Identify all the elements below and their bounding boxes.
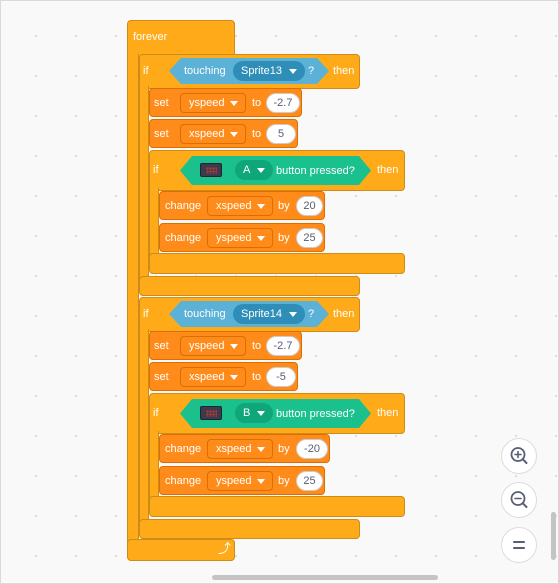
- touching-label: touching: [184, 308, 226, 320]
- then-label: then: [377, 164, 399, 176]
- variable-dropdown[interactable]: yspeed: [207, 228, 273, 248]
- inner-if2-footer: [149, 496, 405, 517]
- button-pressed-label: button pressed?: [276, 408, 355, 420]
- vertical-scrollbar[interactable]: [551, 512, 556, 560]
- variable-dropdown[interactable]: xspeed: [180, 124, 246, 144]
- change-label: change: [165, 200, 202, 212]
- if-label: if: [153, 407, 159, 419]
- zoom-out-button[interactable]: [501, 482, 537, 518]
- zoom-reset-button[interactable]: [501, 527, 537, 563]
- zoom-in-icon: [510, 447, 528, 464]
- change-xspeed-block-1[interactable]: change xspeed by 20: [159, 191, 325, 220]
- touching-suffix: ?: [308, 65, 315, 77]
- button-pressed-label: button pressed?: [276, 165, 355, 177]
- loop-arrow-icon: ⤴: [218, 541, 232, 556]
- change-label: change: [165, 443, 202, 455]
- forever-label: forever: [133, 31, 168, 43]
- by-label: by: [278, 475, 290, 487]
- change-label: change: [165, 232, 202, 244]
- touching-sensor-2[interactable]: touching Sprite14 ?: [169, 301, 329, 327]
- equals-icon: [513, 541, 525, 549]
- sprite-dropdown-2[interactable]: Sprite14: [233, 304, 305, 324]
- touching-sensor-1[interactable]: touching Sprite13 ?: [169, 58, 329, 84]
- set-label: set: [154, 128, 169, 140]
- sprite-dropdown-1[interactable]: Sprite13: [233, 61, 305, 81]
- set-yspeed-block-2[interactable]: set yspeed to -2.7: [149, 331, 302, 360]
- forever-bottom: [127, 539, 235, 561]
- variable-dropdown[interactable]: xspeed: [180, 367, 246, 387]
- value-input[interactable]: 5: [266, 124, 296, 144]
- set-xspeed-block-2[interactable]: set xspeed to -5: [149, 362, 298, 391]
- if-label: if: [153, 164, 159, 176]
- variable-dropdown[interactable]: yspeed: [180, 336, 246, 356]
- touching-suffix: ?: [308, 308, 315, 320]
- if1-arm: [139, 86, 149, 286]
- to-label: to: [252, 128, 262, 140]
- value-input[interactable]: -5: [266, 367, 296, 387]
- if1-if-label: if: [143, 65, 149, 77]
- variable-dropdown[interactable]: xspeed: [207, 196, 273, 216]
- to-label: to: [252, 97, 262, 109]
- set-yspeed-block-1[interactable]: set yspeed to -2.7: [149, 88, 302, 117]
- if2-if-label: if: [143, 308, 149, 320]
- if1-then-label: then: [333, 65, 355, 77]
- to-label: to: [252, 371, 262, 383]
- button-dropdown-B[interactable]: B: [235, 403, 273, 423]
- by-label: by: [278, 200, 290, 212]
- if2-then-label: then: [333, 308, 355, 320]
- change-yspeed-block-2[interactable]: change yspeed by 25: [159, 466, 325, 495]
- change-xspeed-block-2[interactable]: change xspeed by -20: [159, 434, 330, 463]
- inner-if1-arm: [149, 188, 159, 258]
- microbit-icon: [200, 406, 222, 420]
- value-input[interactable]: -20: [296, 439, 328, 459]
- set-label: set: [154, 97, 169, 109]
- by-label: by: [278, 443, 290, 455]
- inner-if2-arm: [149, 431, 159, 501]
- zoom-out-icon: [510, 491, 528, 508]
- horizontal-scrollbar[interactable]: [212, 575, 438, 580]
- if2-arm: [139, 329, 149, 529]
- change-yspeed-block-1[interactable]: change yspeed by 25: [159, 223, 325, 252]
- microbit-icon: [200, 163, 222, 177]
- then-label: then: [377, 407, 399, 419]
- change-label: change: [165, 475, 202, 487]
- value-input[interactable]: 25: [296, 471, 323, 491]
- button-pressed-sensor-B[interactable]: B button pressed?: [180, 399, 371, 428]
- to-label: to: [252, 340, 262, 352]
- value-input[interactable]: -2.7: [266, 336, 300, 356]
- variable-dropdown[interactable]: yspeed: [180, 93, 246, 113]
- value-input[interactable]: 20: [296, 196, 323, 216]
- button-dropdown-A[interactable]: A: [235, 160, 273, 180]
- button-pressed-sensor-A[interactable]: A button pressed?: [180, 156, 371, 185]
- value-input[interactable]: -2.7: [266, 93, 300, 113]
- set-xspeed-block-1[interactable]: set xspeed to 5: [149, 119, 298, 148]
- if1-footer: [139, 276, 360, 296]
- set-label: set: [154, 371, 169, 383]
- value-input[interactable]: 25: [296, 228, 323, 248]
- if2-footer: [139, 519, 360, 539]
- touching-label: touching: [184, 65, 226, 77]
- variable-dropdown[interactable]: xspeed: [207, 439, 273, 459]
- set-label: set: [154, 340, 169, 352]
- forever-arm: [127, 54, 139, 544]
- inner-if1-footer: [149, 253, 405, 274]
- variable-dropdown[interactable]: yspeed: [207, 471, 273, 491]
- zoom-in-button[interactable]: [501, 438, 537, 474]
- by-label: by: [278, 232, 290, 244]
